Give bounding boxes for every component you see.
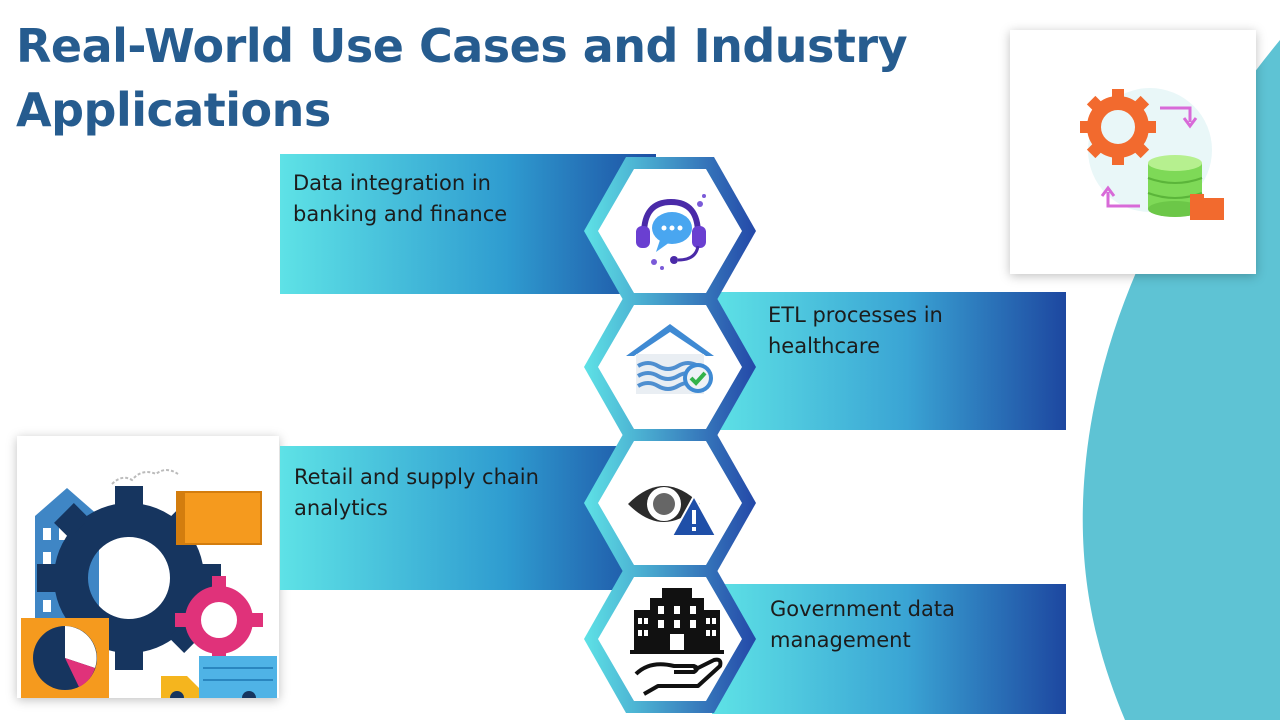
use-case-label-healthcare: ETL processes in healthcare (768, 303, 943, 358)
use-case-band-government: Government data management (712, 584, 1066, 714)
use-case-label-banking: Data integration in banking and finance (293, 171, 508, 226)
database-icon (1147, 155, 1203, 217)
folder-icon (1190, 194, 1224, 220)
government-building-hand-icon (630, 588, 724, 696)
industry-gears-illustration (17, 436, 279, 698)
slide-title: Real-World Use Cases and Industry Applic… (16, 19, 908, 137)
gear-icon (1080, 89, 1156, 165)
delivery-truck-icon (161, 656, 277, 698)
eye-warning-icon (628, 486, 718, 537)
use-case-label-government: Government data management (770, 597, 955, 652)
use-case-band-healthcare: ETL processes in healthcare (712, 292, 1066, 430)
secure-house-icon (626, 324, 714, 394)
pie-chart-icon (21, 618, 109, 698)
document-icon (176, 491, 262, 545)
headset-chat-icon (636, 194, 706, 270)
data-workflow-illustration (1010, 30, 1256, 274)
use-case-label-retail: Retail and supply chain analytics (294, 465, 539, 520)
